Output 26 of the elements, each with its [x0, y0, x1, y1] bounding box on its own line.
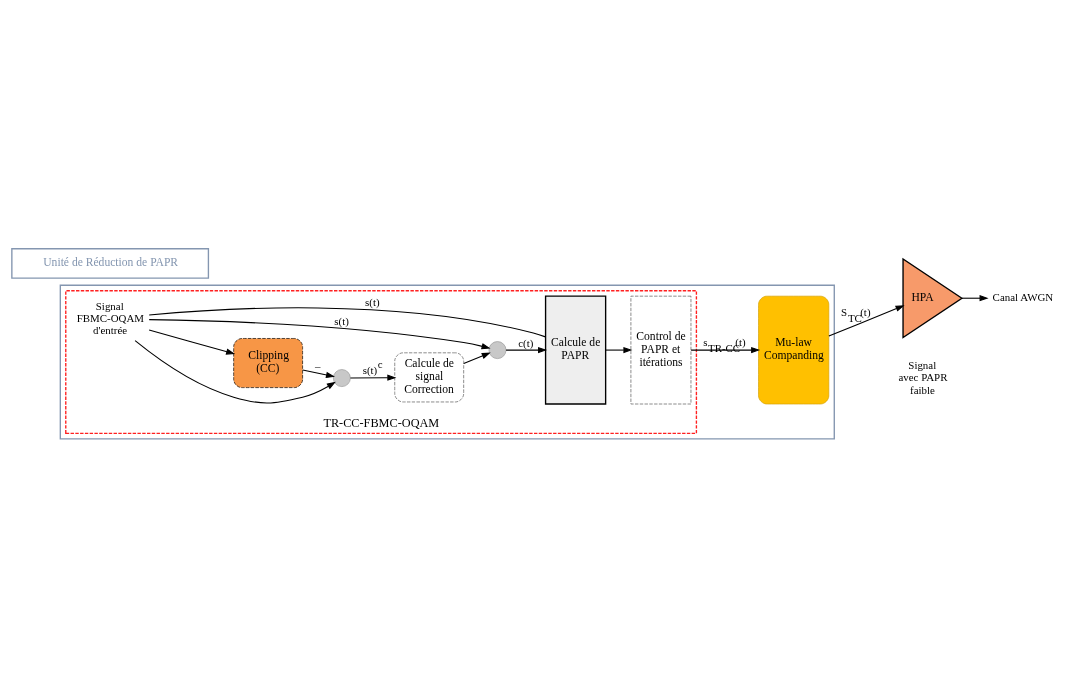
node-box: Control de PAPR et itérations: [630, 295, 692, 404]
label: Signal avec PAPR faible: [898, 358, 948, 396]
node-text: Signal FBMC-OQAM d'entrée: [76, 299, 144, 336]
arrow: [605, 346, 633, 353]
arrow: [148, 318, 491, 349]
arrow: [463, 352, 491, 364]
cluster: [59, 284, 835, 439]
arrow: [828, 304, 905, 337]
arrow: [134, 339, 336, 404]
edge-label: c(t): [518, 336, 534, 349]
node-box: Unité de Réduction de PAPR: [11, 247, 210, 279]
edge-label: s(t): [365, 295, 380, 308]
node-box: Calcule de signal Correction: [394, 351, 464, 402]
edge-label: –: [314, 359, 321, 372]
edge-label: s(t): [334, 314, 349, 327]
node-circle: [488, 340, 507, 359]
arrow: [302, 369, 335, 378]
node-circle: [333, 368, 351, 387]
node-text: Canal AWGN: [992, 290, 1054, 303]
arrow: [349, 374, 397, 381]
node-box: Calcule de PAPR: [544, 294, 607, 405]
connector: [148, 306, 546, 337]
arrow: [505, 346, 548, 353]
node-box: Mu-law Companding: [758, 295, 830, 404]
node-box: Clipping (CC): [233, 337, 303, 388]
arrow: [148, 329, 236, 355]
